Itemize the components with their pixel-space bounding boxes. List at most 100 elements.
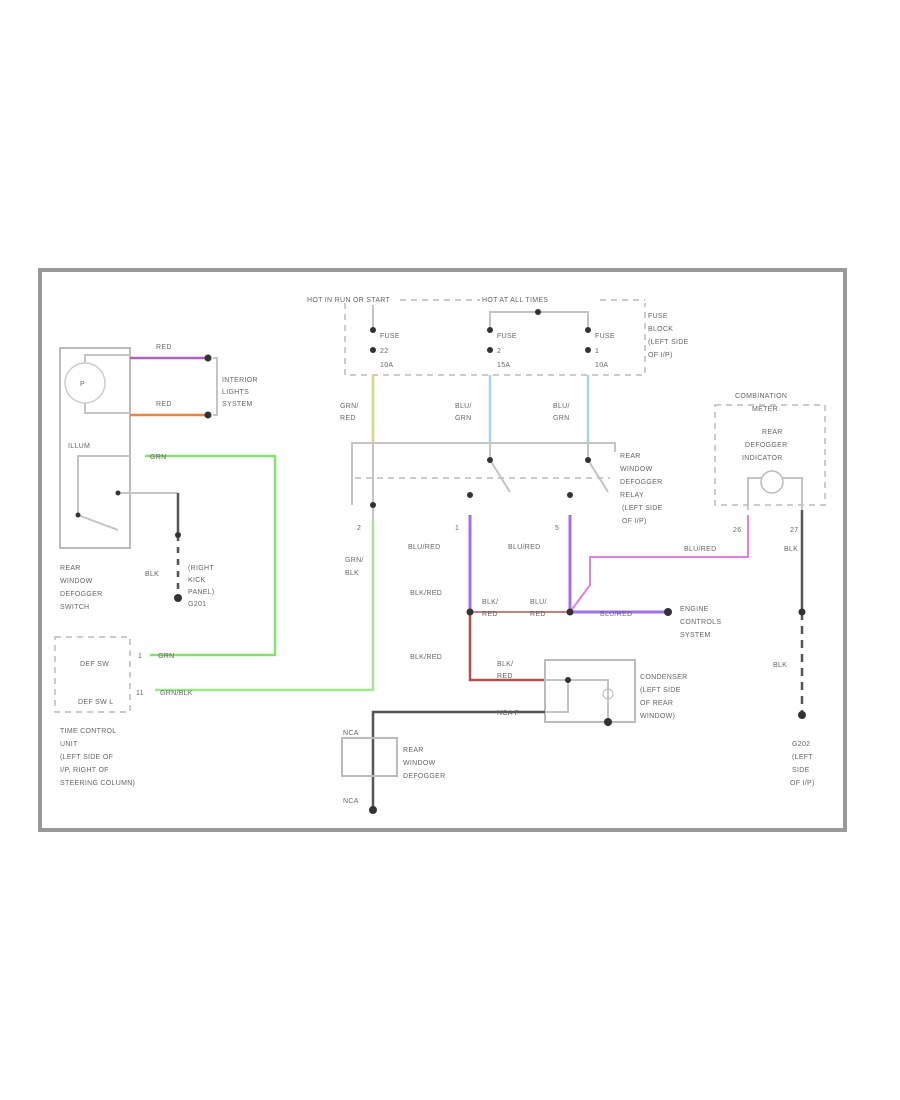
diagram-label: ILLUM <box>68 443 90 450</box>
diagram-label: BLU/RED <box>684 546 716 553</box>
diagram-label: LIGHTS <box>222 389 249 396</box>
diagram-label: 27 <box>790 527 798 534</box>
diagram-label: OF REAR <box>640 700 673 707</box>
diagram-label: FUSE <box>595 333 615 340</box>
diagram-label: (LEFT SIDE <box>640 687 681 694</box>
wire-grn <box>145 454 277 657</box>
fuse-1: FUSE 1 10A <box>585 327 615 369</box>
ground-g201-icon <box>174 594 182 602</box>
ground-g202-icon <box>798 711 806 719</box>
diagram-label: COMBINATION <box>735 393 787 400</box>
diagram-label: 10A <box>380 362 393 369</box>
diagram-label: NCA <box>343 798 359 805</box>
diagram-label: BLK/ <box>482 599 498 606</box>
diagram-label: REAR <box>762 429 783 436</box>
diagram-label: REAR <box>60 565 81 572</box>
diagram-label: GRN <box>150 454 166 461</box>
diagram-label: 2 <box>357 525 361 532</box>
diagram-label: 5 <box>555 525 559 532</box>
diagram-label: OF I/P) <box>648 352 673 359</box>
diagram-label: BLU/RED <box>600 611 632 618</box>
diagram-label: BLK <box>345 570 359 577</box>
diagram-label: RED <box>497 673 513 680</box>
diagram-label: RED <box>156 344 172 351</box>
diagram-label: DEFOGGER <box>60 591 102 598</box>
diagram-label: SYSTEM <box>222 401 253 408</box>
diagram-label: BLK <box>784 546 798 553</box>
diagram-label: 26 <box>733 527 741 534</box>
defogger-switch: P ILLUM REAR WINDOW DEFOGGER SWITCH <box>59 347 178 611</box>
diagram-label: GRN <box>455 415 471 422</box>
fuse-block: HOT IN RUN OR START HOT AT ALL TIMES FUS… <box>307 297 689 376</box>
diagram-frame <box>38 268 847 832</box>
diagram-label: (LEFT SIDE OF <box>60 754 113 761</box>
svg-text:P: P <box>80 381 85 388</box>
combination-meter: COMBINATION METER REAR DEFOGGER INDICATOR 2… <box>714 393 826 534</box>
diagram-label: 1 <box>595 348 599 355</box>
diagram-label: DEFOGGER <box>403 773 445 780</box>
diagram-label: BLK <box>145 571 159 578</box>
diagram-label: BLK/RED <box>410 590 442 597</box>
diagram-label: FUSE <box>380 333 400 340</box>
illumination-lamp-icon <box>64 362 106 404</box>
diagram-label: GRN <box>553 415 569 422</box>
diagram-label: REAR <box>403 747 424 754</box>
diagram-label: BLK/RED <box>410 654 442 661</box>
diagram-label: G201 <box>188 601 206 608</box>
diagram-label: TIME CONTROL <box>60 728 117 735</box>
diagram-label: INDICATOR <box>742 455 783 462</box>
diagram-label: WINDOW <box>60 578 93 585</box>
diagram-label: BLK/ <box>497 661 513 668</box>
diagram-label: GRN <box>158 653 174 660</box>
diagram-label: DEF SW L <box>78 699 113 706</box>
diagram-label: DEFOGGER <box>745 442 787 449</box>
diagram-label: 15A <box>497 362 510 369</box>
diagram-label: GRN/ <box>345 557 364 564</box>
diagram-label: 1 <box>455 525 459 532</box>
diagram-label: (RIGHT <box>188 565 214 572</box>
diagram-label: PANEL) <box>188 589 215 596</box>
diagram-label: RED <box>340 415 356 422</box>
diagram-label: INTERIOR <box>222 377 258 384</box>
condenser: CONDENSER (LEFT SIDE OF REAR WINDOW) <box>544 659 687 726</box>
diagram-label: DEF SW <box>80 661 109 668</box>
wire-blk-red <box>468 612 545 682</box>
diagram-label: SWITCH <box>60 604 89 611</box>
diagram-label: 2 <box>497 348 501 355</box>
diagram-label: WINDOW) <box>640 713 675 720</box>
diagram-label: STEERING COLUMN) <box>60 780 135 787</box>
diagram-label: DEFOGGER <box>620 479 662 486</box>
diagram-label: METER <box>752 406 778 413</box>
diagram-label: 11 <box>136 690 144 697</box>
diagram-label: BLU/ <box>530 599 547 606</box>
diagram-label: (LEFT <box>792 754 813 761</box>
diagram-label: I/P, RIGHT OF <box>60 767 109 774</box>
diagram-label: GRN/BLK <box>160 690 193 697</box>
diagram-label: WINDOW <box>620 466 653 473</box>
diagram-label: BLOCK <box>648 326 673 333</box>
diagram-label: CONTROLS <box>680 619 721 626</box>
wire-nca <box>371 710 545 810</box>
wire-blu-red-meter <box>569 515 749 613</box>
diagram-label: G202 <box>792 741 810 748</box>
diagram-label: (LEFT SIDE <box>648 339 689 346</box>
diagram-label: RED <box>156 401 172 408</box>
diagram-label: SIDE <box>792 767 810 774</box>
diagram-label: FUSE <box>497 333 517 340</box>
diagram-label: FUSE <box>648 313 668 320</box>
diagram-label: REAR <box>620 453 641 460</box>
indicator-bulb-icon <box>760 470 784 494</box>
diagram-label: RED <box>530 611 546 618</box>
diagram-label: CONDENSER <box>640 674 687 681</box>
diagram-label: 10A <box>595 362 608 369</box>
wire-grn-blk <box>155 520 375 692</box>
diagram-label: SYSTEM <box>680 632 711 639</box>
diagram-label: WINDOW <box>403 760 436 767</box>
diagram-label: NCA P <box>497 710 520 717</box>
hot-all-times-label: HOT AT ALL TIMES <box>482 297 548 304</box>
